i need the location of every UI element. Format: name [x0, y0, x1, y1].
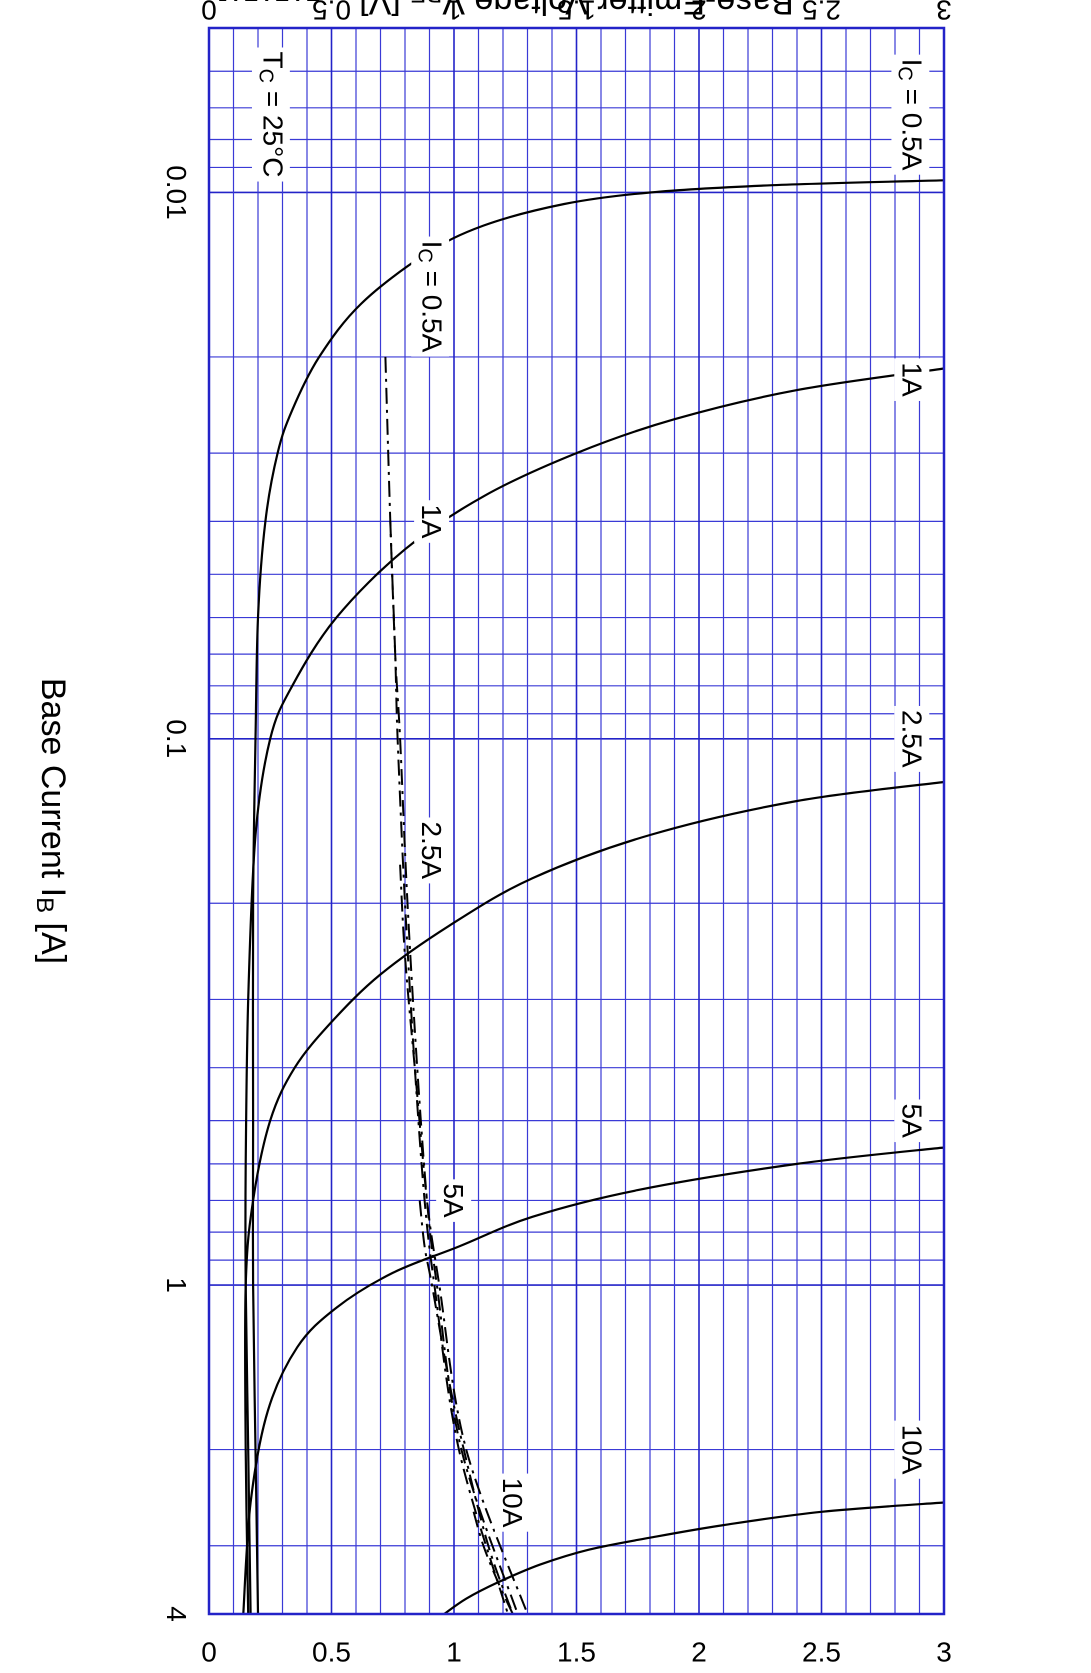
vbe-label-2.5A: 2.5A: [414, 817, 450, 884]
vbe-label-0.5A-text: IC = 0.5A: [413, 241, 447, 353]
y-left-tick-label: 2: [691, 1636, 707, 1667]
y-right-tick-label: 0.5: [312, 0, 351, 26]
x-tick-label: 1: [161, 1277, 192, 1293]
x-axis-title-text: Base Current IB [A]: [31, 678, 72, 964]
x-tick-label: 0.01: [161, 165, 192, 220]
x-tick-label: 4: [161, 1606, 192, 1622]
vbe-label-10A: 10A: [494, 1473, 530, 1532]
y-right-axis-title: Base-Emitter Voltage VBE [V]: [219, 0, 794, 21]
vce-label-0.5A: IC = 0.5A: [891, 54, 930, 175]
chart-rotated-group: IC = 0.5A 1A 2.5A 5A 10A IC = 0.5A 1A 2.5A 5A 10A…: [31, 0, 952, 1667]
plot-frame: [207, 26, 946, 1616]
vce-label-0.5A-bg: [891, 54, 930, 175]
vbe-label-0.5A: IC = 0.5A: [411, 236, 450, 357]
vce-curves: [242, 179, 945, 1615]
vce-label-0.5A-text: IC = 0.5A: [893, 59, 927, 171]
axis-titles: Base Current IB [A]Collector-Emitter Vol…: [31, 0, 794, 964]
grid: [209, 27, 944, 1615]
vce-curve-5A: [242, 1146, 945, 1615]
vbe-curve-10A: [472, 1511, 514, 1615]
vbe-label-5A-text: 5A: [438, 1183, 469, 1218]
vce-curve-1A: [244, 367, 945, 1615]
vce-curve-0.5A: [251, 179, 945, 1615]
vbe-label-10A-bg: [494, 1473, 530, 1532]
y-left-tick-label: 1: [446, 1636, 462, 1667]
vbe-label-1A: 1A: [414, 500, 450, 543]
vce-label-2.5A-bg: [894, 705, 930, 772]
y-left-tick-label: 0: [201, 1636, 217, 1667]
x-axis-title: Base Current IB [A]: [31, 678, 72, 964]
vbe-label-2.5A-text: 2.5A: [416, 821, 447, 879]
y-right-tick-label: 2: [691, 0, 707, 26]
y-right-tick-label: 3: [936, 0, 952, 26]
y-left-tick-label: 2.5: [802, 1636, 841, 1667]
y-right-tick-label: 0: [201, 0, 217, 26]
vce-label-5A-text: 5A: [896, 1104, 927, 1139]
y-right-tick-label: 1: [446, 0, 462, 26]
vbe-label-10A-text: 10A: [497, 1478, 528, 1528]
vce-curve-10A: [443, 1501, 945, 1615]
vce-curve-2.5A: [243, 780, 945, 1615]
x-tick-label: 0.1: [161, 719, 192, 758]
vce-label-1A-bg: [894, 358, 930, 401]
vbe-label-5A-bg: [436, 1179, 472, 1222]
vbe-label-1A-bg: [414, 500, 450, 543]
y-left-tick-label: 3: [936, 1636, 952, 1667]
vce-label-10A-bg: [894, 1420, 930, 1479]
y-left-tick-label: 1.5: [557, 1636, 596, 1667]
vbe-curves: [384, 356, 529, 1615]
vce-label-1A: 1A: [894, 358, 930, 401]
vbe-label-0.5A-bg: [411, 236, 450, 357]
y-right-tick-label: 2.5: [802, 0, 841, 26]
vbe-label-2.5A-bg: [414, 817, 450, 884]
condition-label-text: TC = 25°C: [254, 51, 288, 177]
vce-label-5A-bg: [894, 1099, 930, 1143]
vbe-label-5A: 5A: [436, 1179, 472, 1222]
vce-label-5A: 5A: [894, 1099, 930, 1143]
y-right-axis-title-text: Base-Emitter Voltage VBE [V]: [359, 0, 794, 21]
vbe-curve-2.5A: [399, 864, 529, 1615]
curve-labels: IC = 0.5A 1A 2.5A 5A 10A IC = 0.5A 1A 2.5A 5A 10A…: [251, 47, 930, 1532]
vbe-curve-0.5A: [384, 356, 509, 1615]
vce-label-1A-text: 1A: [896, 362, 927, 397]
vce-label-2.5A-text: 2.5A: [896, 710, 927, 768]
vbe-curve-5A: [418, 1200, 514, 1615]
y-left-tick-label: 0.5: [312, 1636, 351, 1667]
vbe-curve-1A: [389, 521, 519, 1615]
vbe-label-1A-text: 1A: [416, 504, 447, 539]
condition-label-bg: [251, 47, 290, 182]
vce-label-10A-text: 10A: [896, 1425, 927, 1475]
y-right-tick-label: 1.5: [557, 0, 596, 26]
condition-label: TC = 25°C: [251, 47, 290, 182]
vce-label-2.5A: 2.5A: [894, 705, 930, 772]
vce-label-10A: 10A: [894, 1420, 930, 1479]
